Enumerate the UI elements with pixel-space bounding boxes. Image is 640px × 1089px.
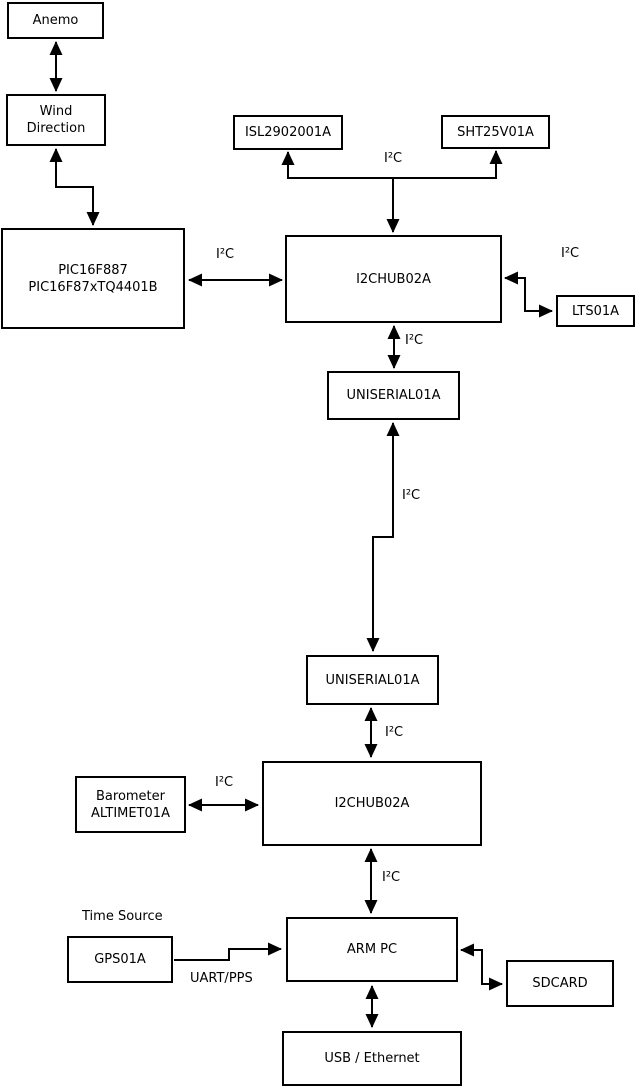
node-wind-direction-line2: Direction bbox=[26, 121, 86, 136]
node-gps01a: GPS01A bbox=[67, 936, 173, 983]
node-gps01a-label: GPS01A bbox=[94, 952, 146, 967]
node-uniserial01a-2: UNISERIAL01A bbox=[306, 655, 439, 705]
node-uniserial01a-1: UNISERIAL01A bbox=[327, 371, 460, 420]
node-pic: PIC16F887 PIC16F87xTQ4401B bbox=[1, 228, 185, 329]
node-sht25v01a: SHT25V01A bbox=[441, 115, 550, 149]
connector-gps-armpc bbox=[174, 942, 282, 961]
node-sdcard-label: SDCARD bbox=[532, 976, 588, 991]
edge-label-i2c-hub1-lts: I²C bbox=[561, 246, 580, 261]
edge-label-i2c-sensors-bus: I²C bbox=[384, 151, 403, 166]
node-pic-line2: PIC16F87xTQ4401B bbox=[28, 279, 158, 295]
node-lts01a: LTS01A bbox=[556, 295, 635, 327]
connector-wind-pic bbox=[49, 148, 100, 226]
node-uniserial01a-1-label: UNISERIAL01A bbox=[346, 388, 441, 403]
connector-armpc-sdcard bbox=[460, 943, 503, 991]
edge-label-i2c-barometer-hub2: I²C bbox=[215, 775, 234, 790]
node-lts01a-label: LTS01A bbox=[571, 303, 620, 319]
node-isl2902001a: ISL2902001A bbox=[233, 115, 343, 150]
annotation-time-source: Time Source bbox=[82, 909, 163, 924]
node-barometer-line1: Barometer bbox=[96, 788, 165, 804]
node-usb-ethernet: USB / Ethernet bbox=[282, 1031, 462, 1086]
node-sht25v01a-label: SHT25V01A bbox=[457, 124, 534, 140]
node-barometer: Barometer ALTIMET01A bbox=[75, 776, 186, 833]
node-i2chub02a-2-label: I2CHUB02A bbox=[334, 796, 410, 811]
node-barometer-line2: ALTIMET01A bbox=[91, 805, 170, 821]
node-i2chub02a-2: I2CHUB02A bbox=[262, 761, 482, 846]
edge-label-i2c-hub2-armpc: I²C bbox=[382, 870, 401, 885]
node-uniserial01a-2-label: UNISERIAL01A bbox=[325, 672, 420, 688]
node-i2chub02a-1-label: I2CHUB02A bbox=[356, 271, 431, 287]
node-armpc: ARM PC bbox=[286, 917, 458, 982]
node-usb-ethernet-label: USB / Ethernet bbox=[324, 1051, 420, 1066]
node-anemo: Anemo bbox=[7, 2, 104, 39]
edge-label-uart-pps: UART/PPS bbox=[190, 971, 253, 986]
node-wind-direction: Wind Direction bbox=[6, 94, 106, 146]
node-isl2902001a-label: ISL2902001A bbox=[244, 125, 332, 140]
edge-label-i2c-hub1-uniserial1: I²C bbox=[405, 333, 424, 348]
node-pic-line1: PIC16F887 bbox=[58, 262, 128, 278]
edge-label-i2c-uniserial-link: I²C bbox=[402, 488, 421, 503]
connector-uniserial1-uniserial2 bbox=[366, 422, 400, 652]
node-anemo-label: Anemo bbox=[32, 13, 79, 28]
node-i2chub02a-1: I2CHUB02A bbox=[285, 235, 502, 323]
edge-label-i2c-uniserial2-hub2: I²C bbox=[385, 725, 404, 740]
node-armpc-label: ARM PC bbox=[346, 942, 398, 957]
node-wind-direction-line1: Wind bbox=[39, 104, 73, 119]
node-sdcard: SDCARD bbox=[506, 960, 614, 1007]
edge-label-i2c-pic-hub1: I²C bbox=[216, 247, 235, 262]
connector-hub1-lts bbox=[504, 271, 553, 318]
